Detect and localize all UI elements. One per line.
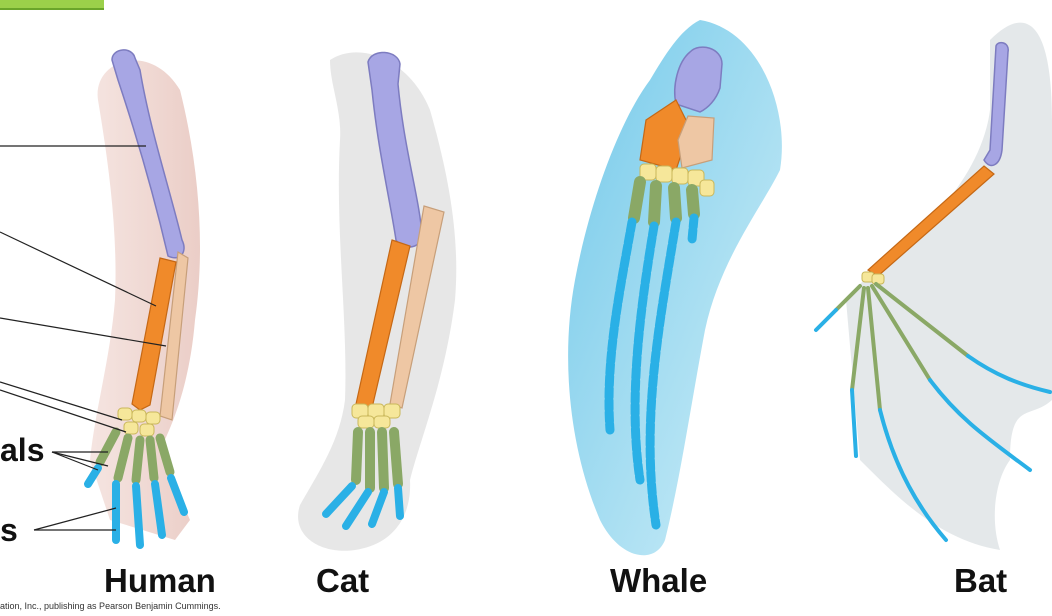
part-label-phalanges: s xyxy=(0,512,18,549)
label-bat: Bat xyxy=(954,562,1007,600)
human-limb xyxy=(0,50,200,545)
part-label-metacarpals: als xyxy=(0,432,44,469)
bat-carpals xyxy=(862,272,884,284)
label-whale: Whale xyxy=(610,562,707,600)
label-cat: Cat xyxy=(316,562,369,600)
bat-limb xyxy=(816,23,1052,550)
whale-limb xyxy=(568,20,782,555)
label-human: Human xyxy=(104,562,216,600)
cat-limb xyxy=(298,52,456,550)
copyright-credit: ation, Inc., publishing as Pearson Benja… xyxy=(0,601,221,611)
